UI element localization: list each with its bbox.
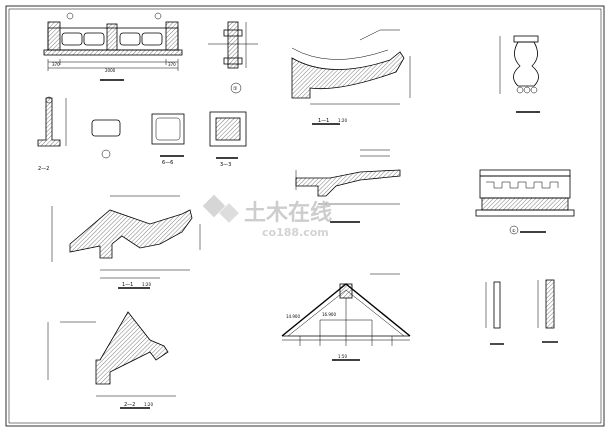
post-detail-1 [485,281,504,345]
watermark-url: co188.com [262,226,329,239]
truss-elev-left: 14.900 [286,314,300,319]
dim-mid: 2000 [105,68,116,73]
section-33-title: 3—3 [220,162,231,168]
roof-truss-section: 14.900 16.900 1:50 [281,273,411,361]
railing-mark: ① [512,228,516,233]
section-66-title: 6—6 [162,160,173,166]
section-1-mark: ① [233,86,238,92]
watermark: 土木在线 co188.com [202,194,332,239]
post-detail-2 [537,279,558,343]
section-2-title: 2—2 [38,166,49,172]
plan-detail-1 [91,119,121,159]
watermark-logo-icon [202,194,239,223]
large-eave-title: 1—1 [122,282,133,288]
balustrade-elevation: 370 2000 370 [43,12,183,81]
eave-bottom-scale: 1:20 [144,402,153,407]
truss-scale: 1:50 [338,354,347,359]
large-eave-scale: 1:20 [142,282,151,287]
railing-elevation: ① [475,169,575,235]
dim-right: 370 [168,62,176,67]
eave-section-top: 1—1 1:20 [291,29,411,125]
dim-left: 370 [52,62,60,67]
truss-elev-mid: 16.900 [322,312,336,317]
vase-baluster [499,35,540,113]
eave-bottom-title: 2—2 [124,402,135,408]
column-section-detail: ① [208,21,258,94]
sheet-border [5,5,605,427]
watermark-text: 土木在线 [244,200,332,226]
section-3-3: 3—3 [209,111,247,168]
sheet-inner-border [8,8,602,424]
eave-section-bottom: 2—2 1:20 [47,311,176,409]
section-2-2-left: 2—2 [37,96,67,172]
large-eave-section: 1—1 1:20 [51,195,201,289]
eave-1-title: 1—1 [318,118,329,124]
eave-1-scale: 1:20 [338,118,347,123]
eave-section-mid [295,149,401,223]
section-6-6: 6—6 [151,113,185,166]
